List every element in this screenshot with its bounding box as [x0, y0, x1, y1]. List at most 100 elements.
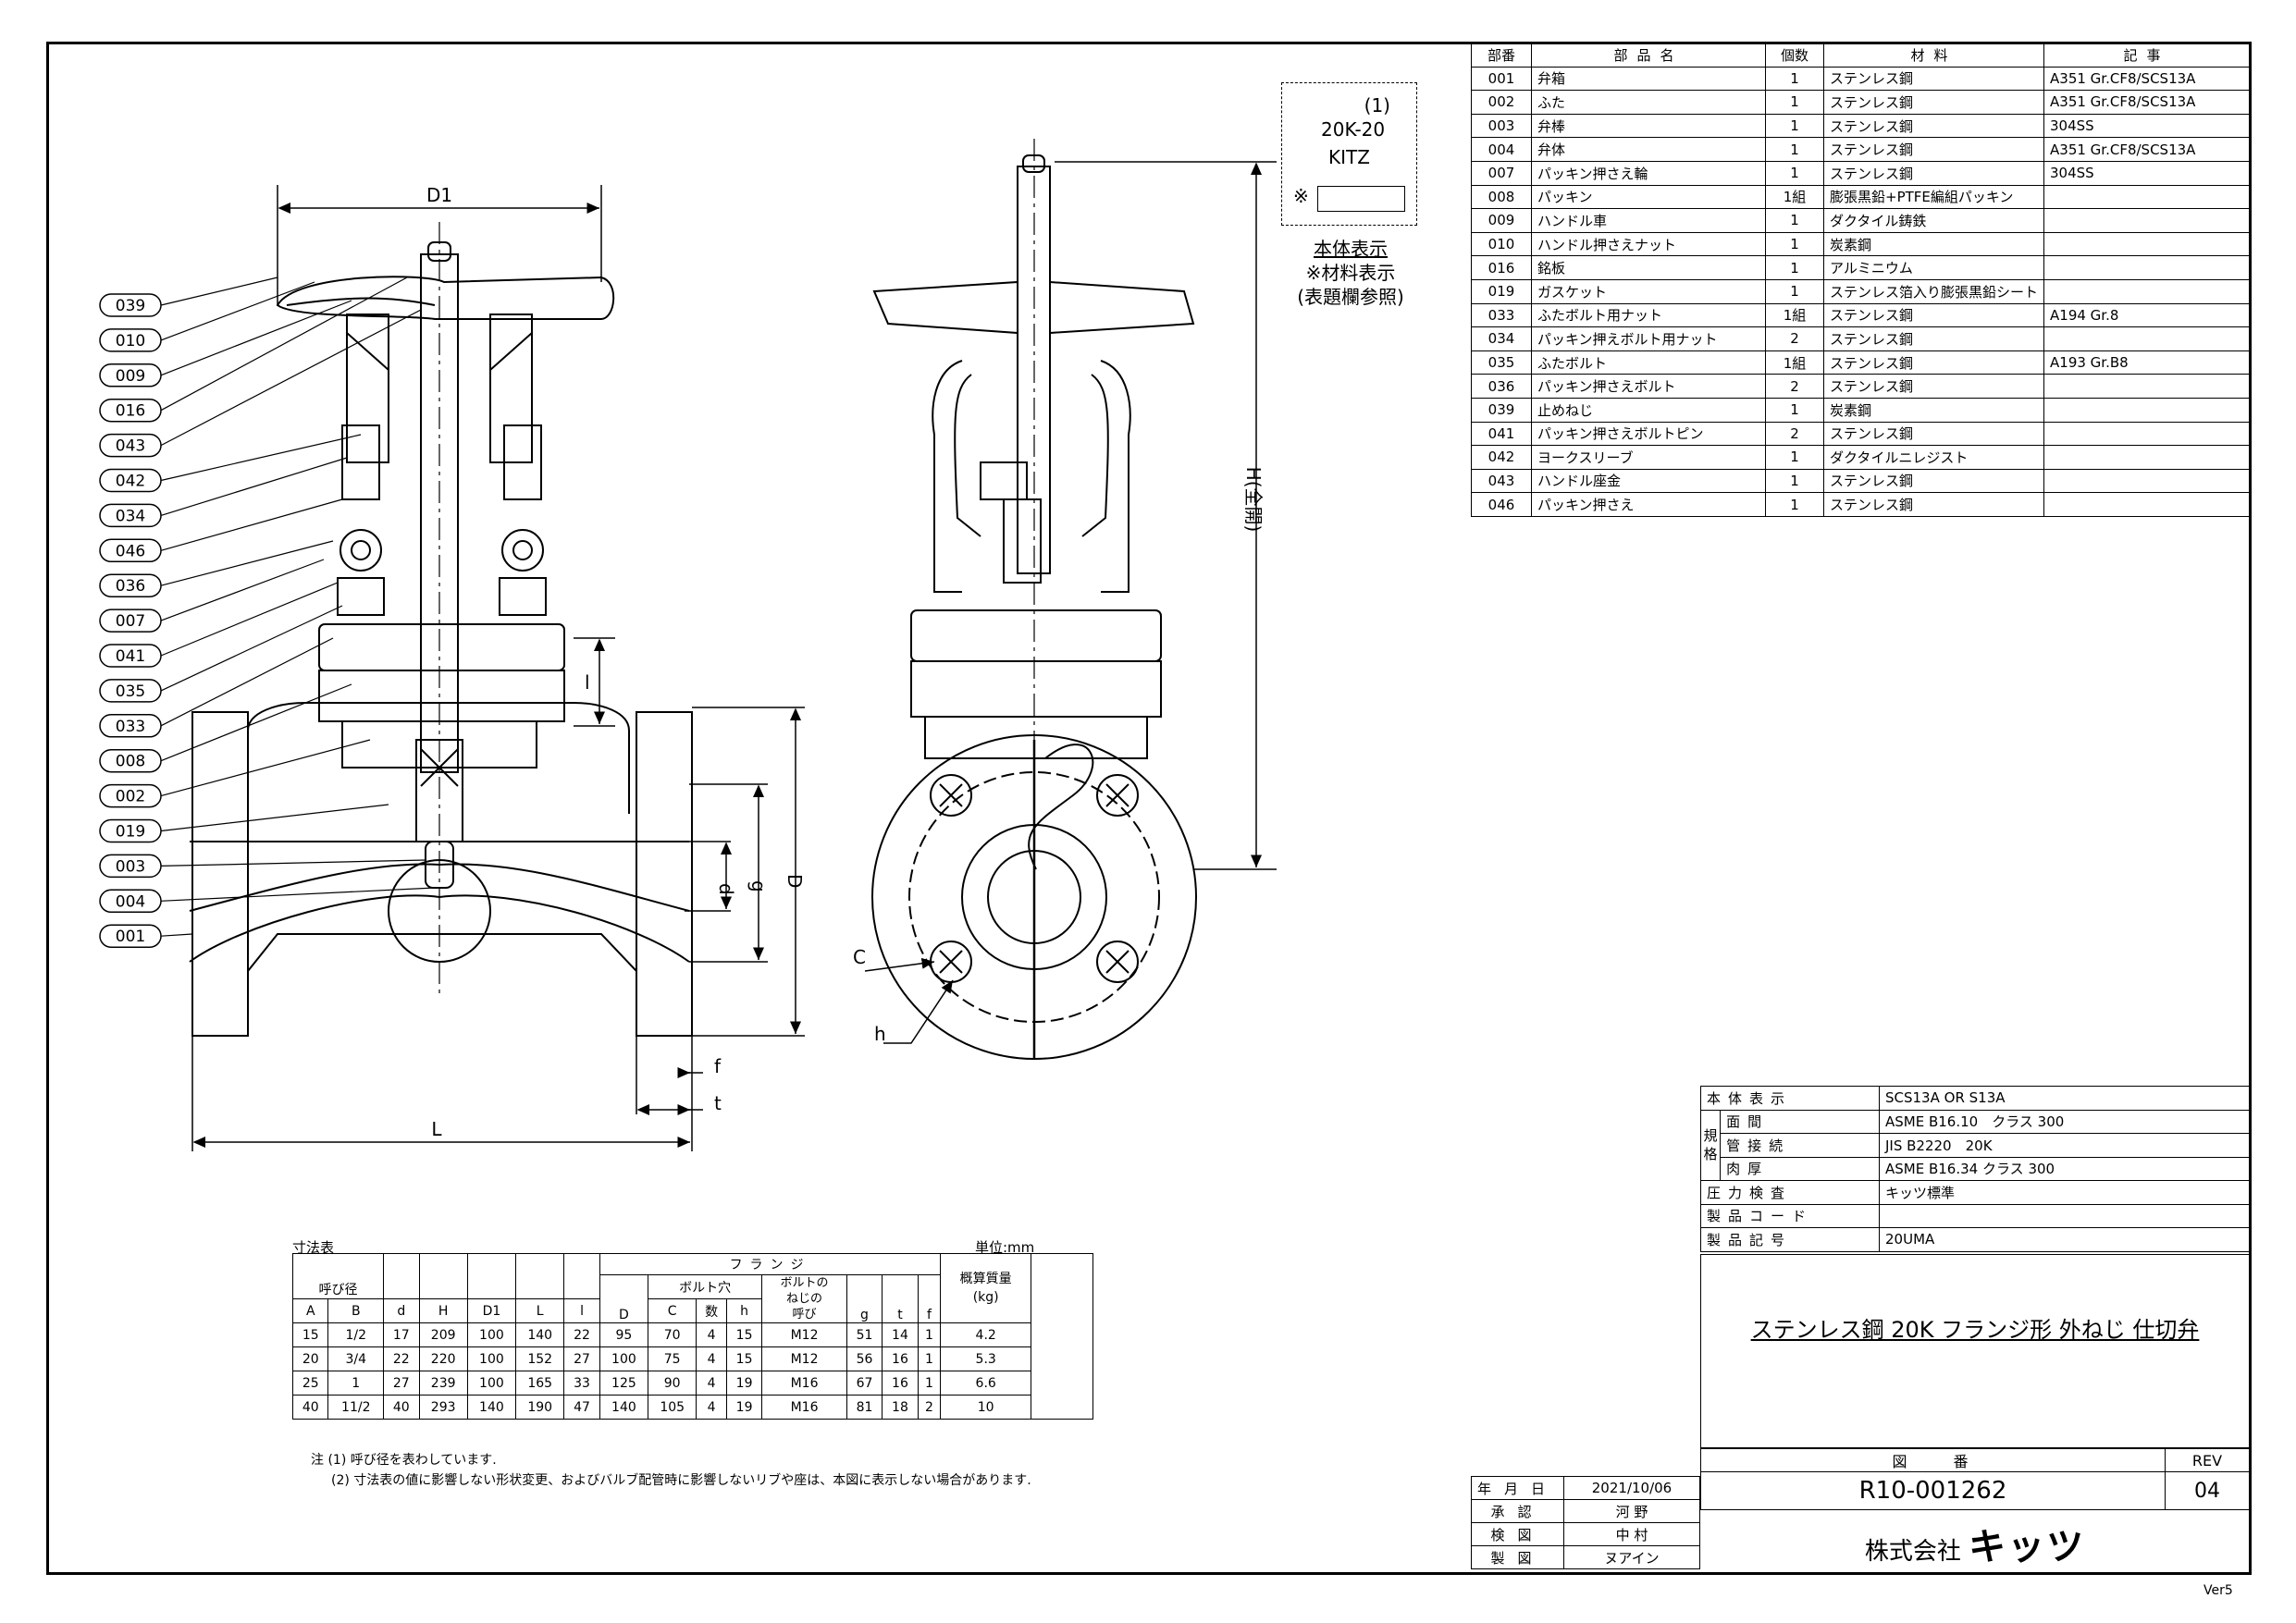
dim-label-d1: D1	[426, 184, 452, 206]
callout-balloon: 008	[99, 683, 352, 773]
dim-label-d: d	[715, 883, 737, 895]
callout-balloon: 010	[99, 281, 315, 352]
dims-col-header: f	[917, 1274, 942, 1323]
drawing-title: ステンレス鋼 20K フランジ形 外ねじ 仕切弁	[1750, 1317, 2200, 1343]
part-name: パッキン押さえボルトピン	[1531, 421, 1766, 447]
dims-cell: 67	[846, 1371, 883, 1396]
dims-col-header: h	[725, 1298, 763, 1323]
spec-kaku-label: 規格	[1699, 1109, 1722, 1181]
callout-label: 046	[116, 542, 145, 560]
dimension-lines	[191, 161, 1277, 1151]
front-view	[189, 222, 693, 1037]
dimensions-notes: 注 (1) 呼び径を表わしています. (2) 寸法表の値に影響しない形状変更、お…	[311, 1450, 1031, 1491]
part-remarks: 304SS	[2043, 160, 2250, 186]
part-material: ステンレス箔入り膨張黒鉛シート	[1822, 278, 2045, 304]
part-name: ハンドル車	[1531, 208, 1766, 233]
callout-balloon: 016	[99, 277, 408, 423]
dims-col-header: B	[327, 1298, 385, 1323]
part-number: 010	[1471, 231, 1532, 257]
signature-label: 製図	[1470, 1545, 1565, 1569]
callout-label: 016	[116, 402, 145, 421]
dims-cell: 15	[291, 1322, 329, 1347]
marking-pressure: 20K-20	[1321, 118, 1386, 141]
spec-value	[1879, 1203, 2250, 1228]
dim-label-h: H(全開)	[1242, 467, 1265, 533]
part-qty: 2	[1765, 326, 1824, 351]
callout-label: 035	[116, 682, 145, 701]
dims-cell: 11/2	[327, 1395, 385, 1420]
callout-balloon: 004	[99, 887, 436, 914]
dimensions-caption: 寸法表	[292, 1239, 335, 1256]
part-material: ステンレス鋼	[1822, 137, 2045, 162]
dims-col-header: 数	[696, 1298, 727, 1323]
dims-col-weight: 概算質量 (kg)	[940, 1253, 1031, 1323]
dims-cell: 293	[418, 1395, 468, 1420]
dims-cell: M12	[761, 1346, 847, 1371]
spec-label: 圧力検査	[1700, 1180, 1880, 1205]
part-qty: 1組	[1765, 184, 1824, 210]
spec-value: SCS13A OR S13A	[1879, 1086, 2250, 1111]
part-remarks: A194 Gr.8	[2043, 302, 2250, 328]
part-number: 039	[1471, 397, 1532, 423]
parts-header-material: 材料	[1822, 43, 2045, 68]
dim-label-bigl: L	[431, 1118, 442, 1140]
part-name: パッキン押さえボルト	[1531, 374, 1766, 399]
callout-balloon: 002	[99, 739, 371, 808]
dims-cell: 140	[466, 1395, 517, 1420]
part-qty: 1	[1765, 160, 1824, 186]
dims-cell: 33	[563, 1371, 600, 1396]
spec-label: 面間	[1720, 1109, 1880, 1134]
dims-cell: 25	[291, 1371, 329, 1396]
part-material: ステンレス鋼	[1822, 421, 2045, 447]
part-name: ハンドル押さえナット	[1531, 231, 1766, 257]
part-number: 019	[1471, 278, 1532, 304]
dims-cell: 19	[725, 1371, 763, 1396]
part-name: ふたボルト用ナット	[1531, 302, 1766, 328]
company-name: 株式会社 キッツ	[1700, 1517, 2250, 1570]
dims-cell: 56	[846, 1346, 883, 1371]
part-qty: 1	[1765, 208, 1824, 233]
callout-balloon: 041	[99, 582, 339, 668]
dim-label-l: l	[585, 671, 590, 694]
signature-value: 中 村	[1563, 1522, 1700, 1546]
marking-brand: KITZ	[1328, 146, 1370, 168]
dims-col-header: A	[291, 1298, 329, 1323]
part-qty: 2	[1765, 374, 1824, 399]
callout-balloon: 019	[99, 804, 389, 843]
signature-label: 検図	[1470, 1522, 1565, 1546]
part-number: 033	[1471, 302, 1532, 328]
parts-header-no: 部番	[1471, 43, 1532, 68]
part-name: 弁体	[1531, 137, 1766, 162]
callout-label: 034	[116, 507, 145, 525]
part-qty: 2	[1765, 421, 1824, 447]
part-remarks	[2043, 326, 2250, 351]
dim-label-t: t	[714, 1092, 722, 1114]
callout-label: 019	[116, 823, 145, 842]
part-material: ステンレス鋼	[1822, 492, 2045, 517]
part-remarks	[2043, 492, 2250, 517]
callout-balloon: 046	[99, 498, 343, 563]
part-number: 002	[1471, 90, 1532, 115]
part-remarks	[2043, 184, 2250, 210]
drawing-frame	[46, 42, 2252, 1575]
dims-cell: 40	[383, 1395, 420, 1420]
spec-label: 管接続	[1720, 1133, 1880, 1158]
dims-cell: 20	[291, 1346, 329, 1371]
dims-cell: 27	[563, 1346, 600, 1371]
callout-label: 039	[116, 297, 145, 315]
signature-label: 承認	[1470, 1499, 1565, 1523]
signature-label: 年月日	[1470, 1476, 1565, 1500]
part-qty: 1	[1765, 137, 1824, 162]
part-name: 弁箱	[1531, 66, 1766, 92]
dims-col-header: L	[515, 1298, 565, 1323]
part-qty: 1	[1765, 492, 1824, 517]
